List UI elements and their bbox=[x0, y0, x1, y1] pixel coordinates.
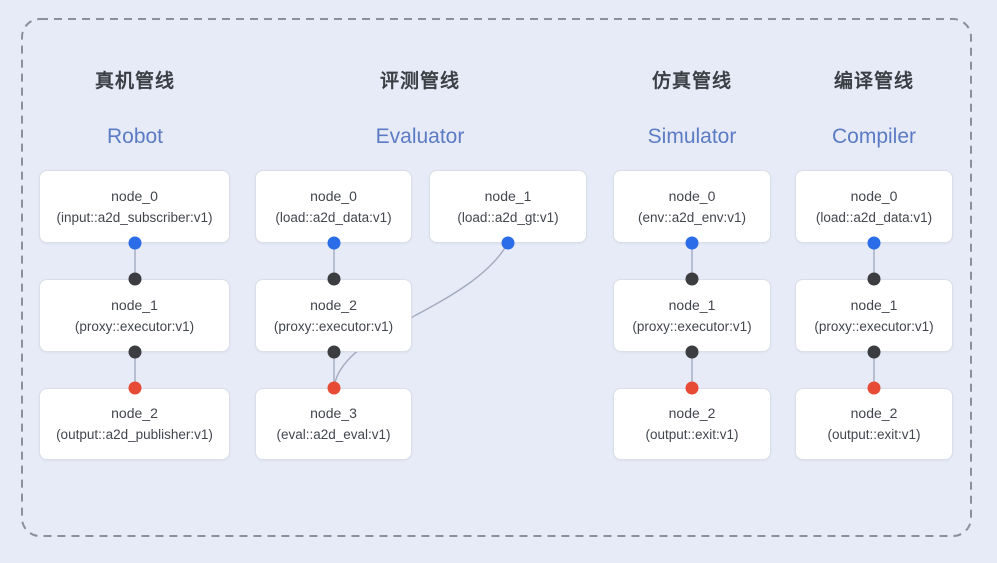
node-type: (output::a2d_publisher:v1) bbox=[56, 427, 213, 442]
node-type: (proxy::executor:v1) bbox=[273, 318, 394, 334]
dashed-frame bbox=[21, 18, 972, 537]
port-in-dot bbox=[685, 381, 699, 395]
node-name: node_1 bbox=[850, 296, 898, 313]
port-out-dot bbox=[128, 236, 142, 250]
pipeline-title-simulator-zh: 仿真管线 bbox=[651, 71, 733, 92]
node-comp-0: node_0 (load::a2d_data:v1) bbox=[795, 170, 953, 243]
node-name: node_1 bbox=[111, 296, 158, 313]
node-robot-0: node_0 (input::a2d_subscriber:v1) bbox=[39, 170, 230, 243]
node-comp-2: node_2 (output::exit:v1) bbox=[795, 388, 953, 460]
pipeline-title-robot-zh: 真机管线 bbox=[94, 71, 176, 92]
port-in-dot bbox=[128, 272, 142, 286]
node-name: node_2 bbox=[111, 405, 158, 421]
node-type: (load::a2d_data:v1) bbox=[275, 209, 392, 225]
node-type: (env::a2d_env:v1) bbox=[637, 209, 747, 225]
node-name: node_2 bbox=[310, 296, 357, 313]
port-in-dot bbox=[128, 381, 142, 395]
pipeline-title-robot-en: Robot bbox=[106, 125, 164, 148]
node-sim-0: node_0 (env::a2d_env:v1) bbox=[613, 170, 771, 243]
pipeline-title-simulator-en: Simulator bbox=[647, 125, 737, 148]
node-sim-2: node_2 (output::exit:v1) bbox=[613, 388, 771, 460]
pipeline-title-compiler-zh: 编译管线 bbox=[833, 71, 915, 92]
port-out-dot bbox=[867, 345, 881, 359]
node-eval-1: node_1 (load::a2d_gt:v1) bbox=[429, 170, 587, 243]
port-out-dot bbox=[501, 236, 515, 250]
node-name: node_2 bbox=[668, 405, 716, 421]
port-in-dot bbox=[867, 272, 881, 286]
port-out-dot bbox=[685, 236, 699, 250]
port-out-dot bbox=[327, 236, 341, 250]
port-in-dot bbox=[685, 272, 699, 286]
node-type: (output::exit:v1) bbox=[827, 427, 921, 442]
node-robot-1: node_1 (proxy::executor:v1) bbox=[39, 279, 230, 352]
node-name: node_3 bbox=[310, 405, 357, 421]
node-name: node_0 bbox=[111, 187, 158, 204]
node-type: (proxy::executor:v1) bbox=[632, 318, 752, 334]
node-type: (proxy::executor:v1) bbox=[74, 318, 195, 334]
port-out-dot bbox=[128, 345, 142, 359]
pipeline-title-compiler-en: Compiler bbox=[831, 125, 917, 148]
node-name: node_0 bbox=[310, 187, 357, 204]
node-name: node_0 bbox=[668, 187, 716, 204]
node-name: node_0 bbox=[850, 187, 898, 204]
port-in-dot bbox=[327, 272, 341, 286]
port-out-dot bbox=[327, 345, 341, 359]
port-in-dot bbox=[327, 381, 341, 395]
node-robot-2: node_2 (output::a2d_publisher:v1) bbox=[39, 388, 230, 460]
node-eval-3: node_3 (eval::a2d_eval:v1) bbox=[255, 388, 412, 460]
pipeline-title-evaluator-zh: 评测管线 bbox=[379, 71, 461, 92]
port-in-dot bbox=[867, 381, 881, 395]
node-type: (load::a2d_data:v1) bbox=[815, 209, 933, 225]
port-out-dot bbox=[685, 345, 699, 359]
node-type: (input::a2d_subscriber:v1) bbox=[56, 209, 213, 225]
node-comp-1: node_1 (proxy::executor:v1) bbox=[795, 279, 953, 352]
node-name: node_1 bbox=[668, 296, 716, 313]
node-eval-0: node_0 (load::a2d_data:v1) bbox=[255, 170, 412, 243]
node-type: (eval::a2d_eval:v1) bbox=[276, 427, 391, 442]
node-eval-2: node_2 (proxy::executor:v1) bbox=[255, 279, 412, 352]
node-type: (output::exit:v1) bbox=[645, 427, 739, 442]
pipeline-title-evaluator-en: Evaluator bbox=[375, 125, 465, 148]
port-out-dot bbox=[867, 236, 881, 250]
node-sim-1: node_1 (proxy::executor:v1) bbox=[613, 279, 771, 352]
node-name: node_1 bbox=[484, 187, 532, 204]
node-type: (load::a2d_gt:v1) bbox=[457, 209, 559, 225]
node-type: (proxy::executor:v1) bbox=[814, 318, 934, 334]
node-name: node_2 bbox=[850, 405, 898, 421]
